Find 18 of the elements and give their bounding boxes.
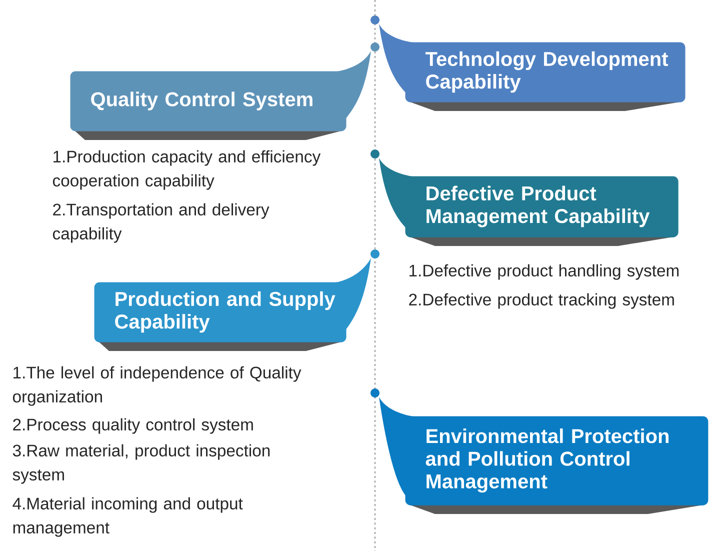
callout-box: Environmental Protection and Pollution Control Management (405, 416, 708, 514)
node-label: Production and Supply Capability (115, 291, 336, 333)
list-item: 1.The level of independence of Quality organization (12, 366, 302, 406)
list-item: 2.Defective product tracking system (409, 293, 674, 309)
list-item: 2.Process quality control system (13, 418, 253, 434)
list-item: 1.Production capacity and efficiency cooperation capability (52, 150, 321, 190)
node-label: Defective Product Management Capability (426, 186, 650, 228)
node-label: Technology Development Capability (426, 51, 668, 93)
callout-box: Production and Supply Capability (94, 282, 346, 351)
node-label: Environmental Protection and Pollution Control Management (426, 428, 669, 493)
list-item: 1.Defective product handling system (410, 264, 679, 280)
callout-box: Technology Development Capability (405, 42, 686, 111)
list-item: 4.Material incoming and output management (12, 497, 243, 537)
list-item: 2.Transportation and delivery capability (52, 203, 270, 243)
callout-box: Defective Product Management Capability (405, 176, 678, 246)
list-item: 3.Raw material, product inspection system (12, 444, 270, 484)
node-label: Quality Control System (91, 92, 312, 110)
callout-box: Quality Control System (70, 71, 346, 140)
